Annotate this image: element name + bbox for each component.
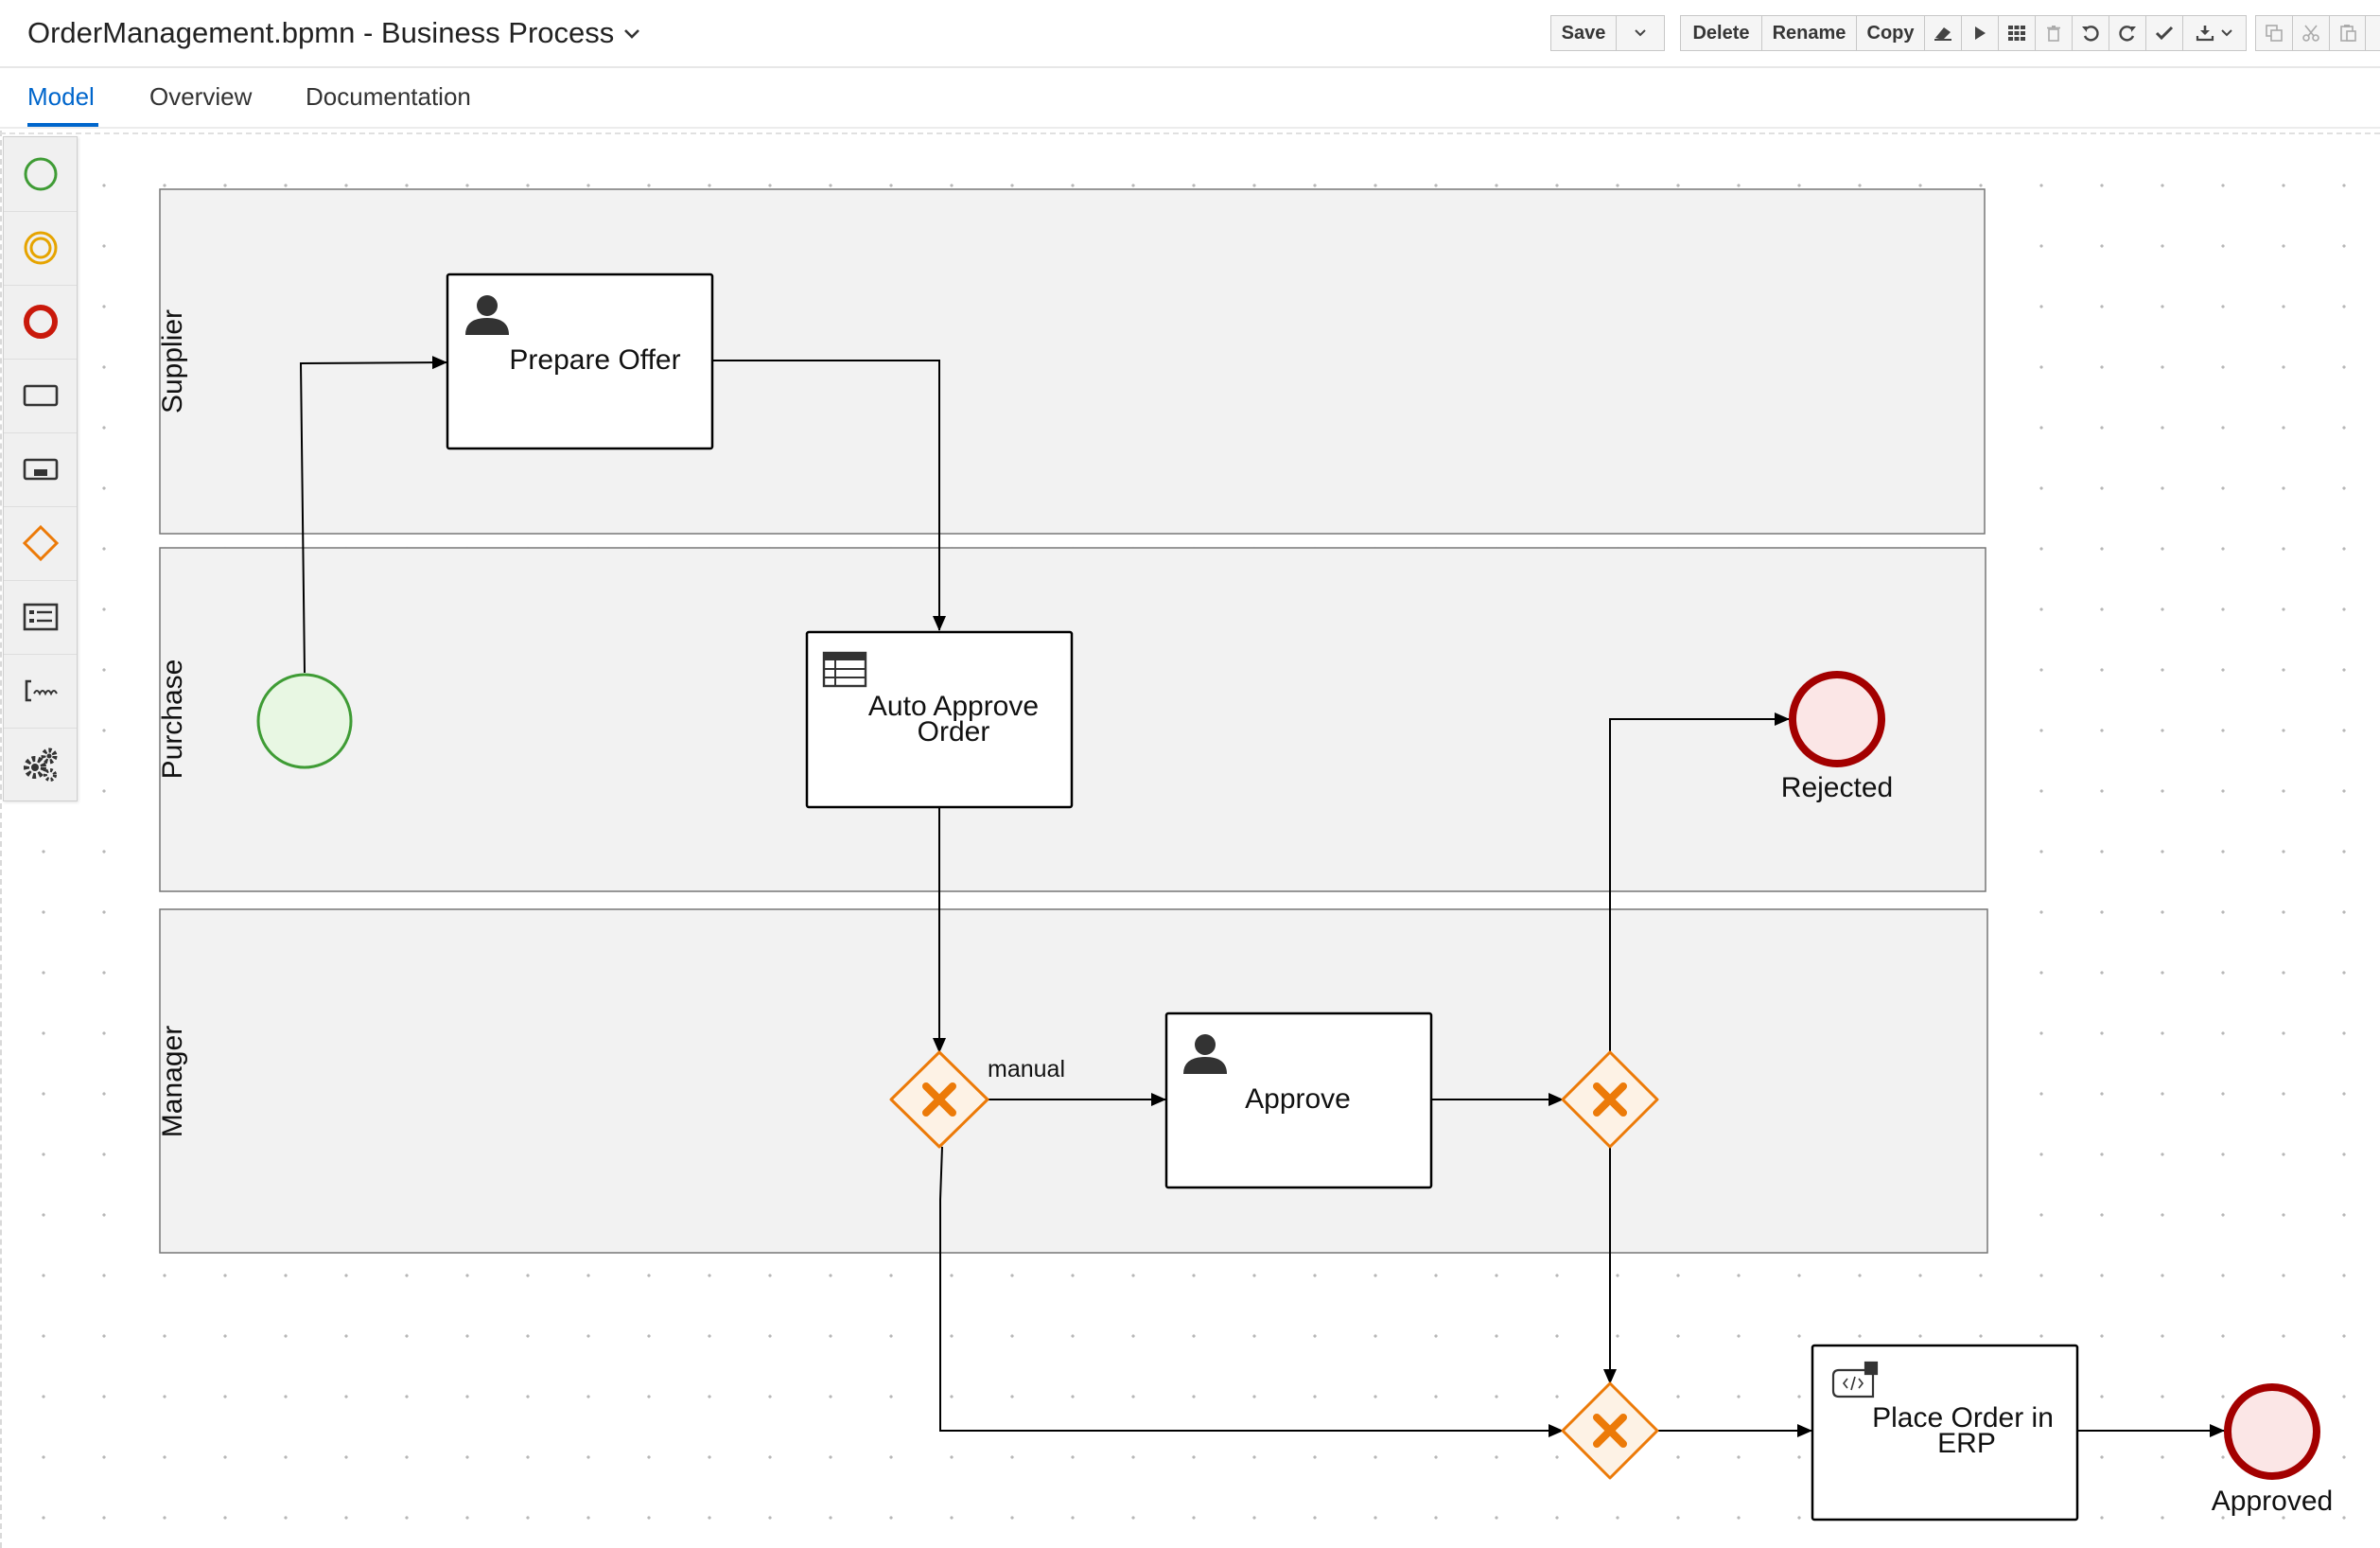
task-prepare-offer-label: Prepare Offer xyxy=(509,344,680,376)
canvas-left-border xyxy=(0,131,3,1548)
start-event-icon xyxy=(24,157,57,191)
x-mark-icon xyxy=(1593,1414,1627,1448)
end-event-rejected-label: Rejected xyxy=(1781,772,1893,803)
exclusive-gateway-merge[interactable] xyxy=(1561,1381,1659,1480)
task-approve-label: Approve xyxy=(1245,1083,1351,1115)
redo-button[interactable] xyxy=(2109,15,2146,51)
data-object-icon xyxy=(23,603,58,631)
palette-start-events[interactable] xyxy=(4,137,77,212)
user-icon xyxy=(1183,1034,1227,1074)
editor-header: OrderManagement.bpmn - Business Process … xyxy=(0,0,2380,68)
lane-manager[interactable]: Manager xyxy=(157,908,1988,1254)
process-title[interactable]: OrderManagement.bpmn - Business Process xyxy=(27,16,640,50)
lane-supplier-label: Supplier xyxy=(157,309,188,413)
x-mark-icon xyxy=(922,1082,956,1117)
end-event-rejected[interactable]: Rejected xyxy=(1781,671,1893,803)
custom-task-icon xyxy=(25,679,58,702)
scissors-icon xyxy=(2302,25,2319,42)
redo-icon xyxy=(2119,26,2136,42)
tab-overview[interactable]: Overview xyxy=(149,82,253,111)
clear-shapes-button[interactable] xyxy=(1924,15,1962,51)
delete-button[interactable]: Delete xyxy=(1680,15,1762,51)
intermediate-event-icon xyxy=(24,231,57,265)
canvas-top-border xyxy=(0,132,2380,135)
flow-start-to-prepare-offer[interactable] xyxy=(299,356,447,674)
more-tools-button[interactable] xyxy=(2365,15,2380,51)
palette-containers[interactable] xyxy=(4,580,77,655)
x-mark-icon xyxy=(1593,1082,1627,1117)
undo-button[interactable] xyxy=(2072,15,2109,51)
save-options-dropdown[interactable] xyxy=(1616,15,1665,51)
task-place-order-label-line2: ERP xyxy=(1937,1428,1996,1459)
trash-icon xyxy=(2047,26,2060,42)
user-icon xyxy=(465,295,509,335)
end-event-approved-label: Approved xyxy=(2212,1486,2333,1517)
sequence-flows xyxy=(299,356,2225,1437)
active-tab-indicator xyxy=(27,123,98,127)
play-icon xyxy=(1975,26,1986,40)
download-dropdown[interactable] xyxy=(2182,15,2247,51)
run-button[interactable] xyxy=(1961,15,1999,51)
lane-manager-label: Manager xyxy=(157,1026,188,1137)
palette-end-events[interactable] xyxy=(4,285,77,360)
validate-button[interactable] xyxy=(2145,15,2183,51)
download-icon xyxy=(2196,26,2214,42)
grid-icon xyxy=(2008,26,2025,41)
copy-selection-button[interactable] xyxy=(2255,15,2293,51)
checkmark-icon xyxy=(2155,26,2174,41)
copy-icon xyxy=(2266,25,2283,42)
process-title-text: OrderManagement.bpmn - Business Process xyxy=(27,16,615,49)
task-auto-approve-order[interactable]: Auto Approve Order xyxy=(805,630,1074,809)
subprocess-icon xyxy=(23,458,58,481)
palette-activities[interactable] xyxy=(4,359,77,433)
task-prepare-offer[interactable]: Prepare Offer xyxy=(446,273,714,450)
script-icon xyxy=(1831,1361,1879,1398)
end-event-icon xyxy=(23,305,58,339)
tab-model[interactable]: Model xyxy=(27,82,95,111)
exclusive-gateway-manual[interactable] xyxy=(889,1050,989,1149)
lane-purchase-label: Purchase xyxy=(157,660,188,780)
service-tasks-icon xyxy=(23,748,57,782)
eraser-icon xyxy=(1934,27,1951,41)
task-auto-approve-label-line1: Auto Approve xyxy=(868,691,1039,722)
task-approve[interactable]: Approve xyxy=(1164,1011,1433,1189)
gateway-icon xyxy=(22,524,59,562)
paste-icon xyxy=(2340,25,2356,42)
end-event-approved[interactable]: Approved xyxy=(2212,1383,2333,1517)
business-rule-icon xyxy=(822,651,867,688)
palette-service-tasks[interactable] xyxy=(4,728,77,801)
exclusive-gateway-approved[interactable] xyxy=(1561,1050,1659,1149)
chevron-down-icon xyxy=(624,29,640,39)
editor-tabs: Model Overview Documentation xyxy=(0,68,2380,129)
undo-icon xyxy=(2082,26,2099,42)
delete-selection-button[interactable] xyxy=(2035,15,2073,51)
save-button[interactable]: Save xyxy=(1550,15,1617,51)
palette-intermediate-events[interactable] xyxy=(4,211,77,286)
tab-documentation[interactable]: Documentation xyxy=(306,82,471,111)
start-event[interactable] xyxy=(256,673,353,769)
task-auto-approve-label-line2: Order xyxy=(918,716,990,748)
task-place-order-in-erp[interactable]: Place Order in ERP xyxy=(1811,1344,2079,1522)
chevron-down-icon xyxy=(2221,29,2232,37)
palette-subprocesses[interactable] xyxy=(4,432,77,507)
palette-gateways[interactable] xyxy=(4,506,77,581)
flow-label-manual[interactable]: manual xyxy=(988,1056,1065,1082)
lane-supplier[interactable]: Supplier xyxy=(157,188,1986,535)
flow-prepare-offer-to-auto-approve[interactable] xyxy=(712,360,946,631)
rename-button[interactable]: Rename xyxy=(1761,15,1857,51)
flow-gateway-to-merge-direct[interactable] xyxy=(939,1146,1564,1437)
chevron-down-icon xyxy=(1635,29,1646,37)
palette-artifacts[interactable] xyxy=(4,654,77,729)
shape-palette xyxy=(3,136,78,801)
flow-gateway-to-rejected[interactable] xyxy=(1609,712,1790,1052)
task-place-order-label-line1: Place Order in xyxy=(1872,1402,2054,1434)
copy-button[interactable]: Copy xyxy=(1856,15,1925,51)
task-icon xyxy=(23,384,58,407)
grid-button[interactable] xyxy=(1998,15,2036,51)
